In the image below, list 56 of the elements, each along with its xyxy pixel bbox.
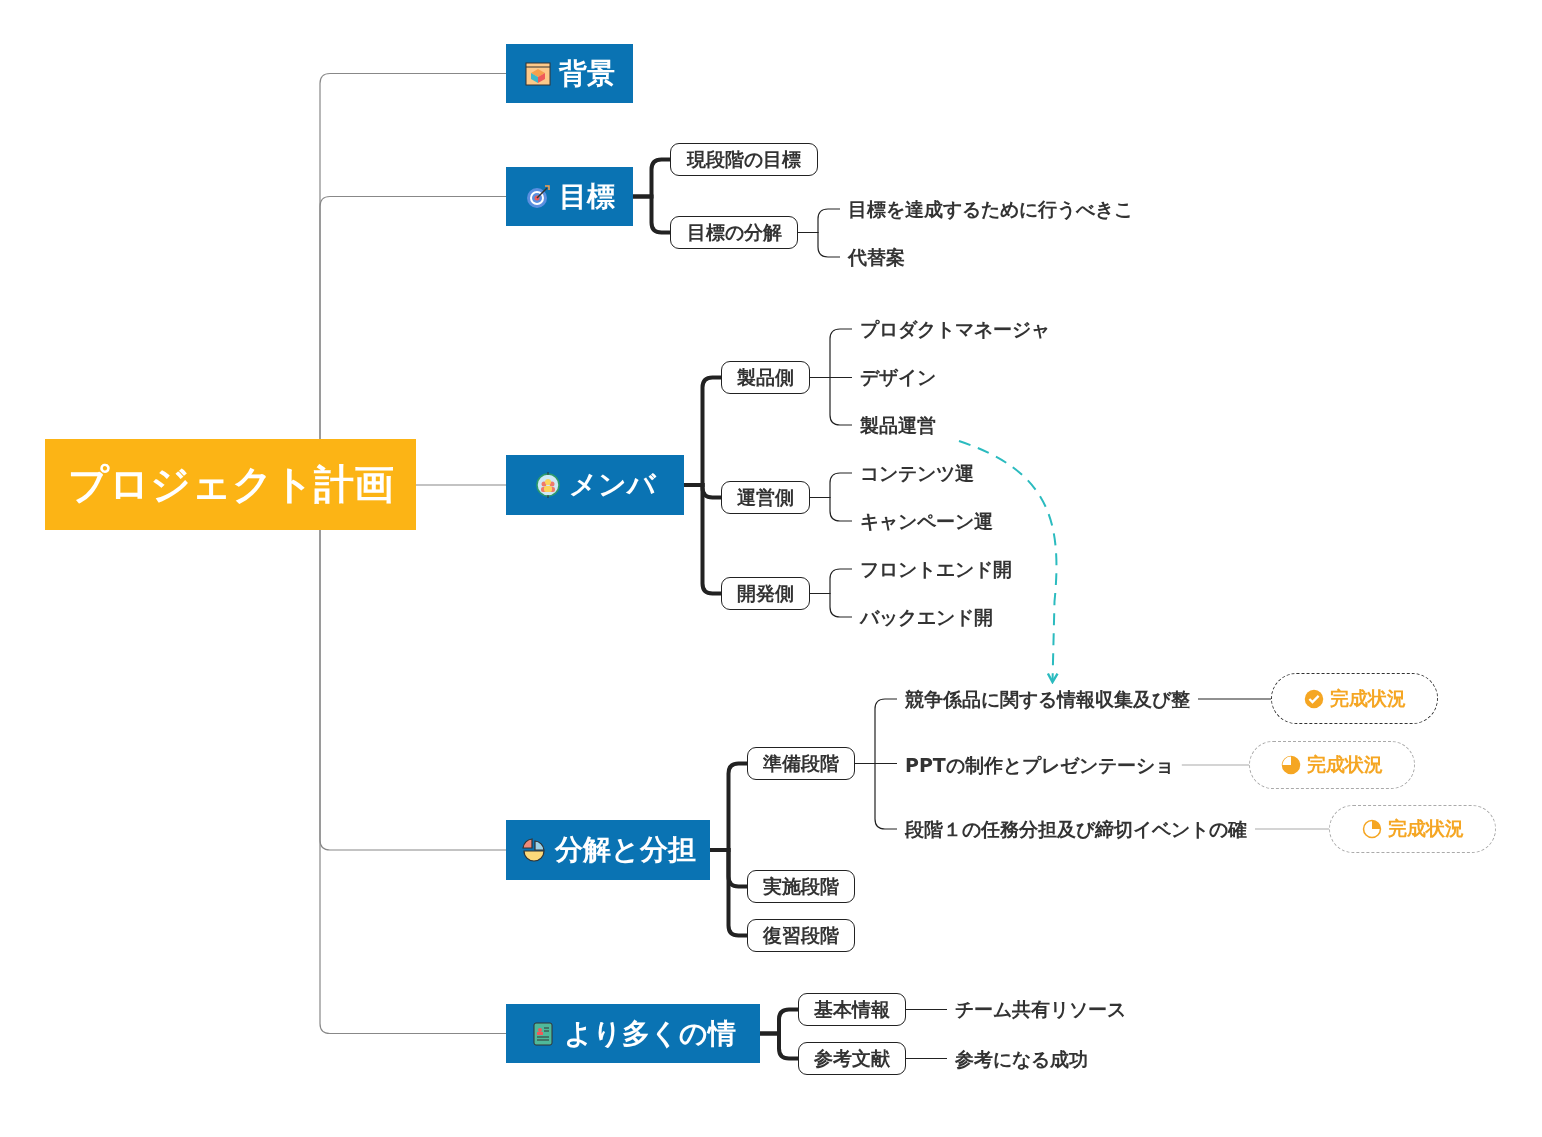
connector-line (1197, 698, 1272, 700)
topic-box (506, 167, 633, 226)
topic-box (506, 44, 633, 103)
connector-line (797, 231, 841, 258)
status-label: 完成状況 (1329, 685, 1406, 711)
connector-line (415, 484, 507, 486)
subtopic-box: 開発側 (721, 577, 810, 610)
connector-line (1181, 764, 1250, 766)
connector-line (760, 1031, 798, 1061)
subtopic-box: 目標の分解 (670, 216, 798, 249)
branch-text: 参考になる成功 (947, 1045, 1096, 1073)
topic-box (506, 1004, 760, 1063)
branch-text: バックエンド開 (852, 603, 1001, 631)
status-label: 完成状況 (1307, 752, 1383, 777)
subtopic-box: 現段階の目標 (670, 143, 818, 176)
connector-line (809, 496, 853, 522)
connector-line (905, 1057, 948, 1060)
branch-text: デザイン (852, 363, 944, 391)
branch-text: 競争係品に関する情報収集及び整 (897, 685, 1198, 713)
branch-text: 製品運営 (852, 411, 944, 439)
connector-line (710, 848, 747, 938)
branch-text: キャンペーン運 (852, 507, 1001, 535)
branch-text: 段階１の任務分担及び締切イベントの確 (897, 815, 1255, 843)
connector-line (319, 195, 507, 440)
connector-line (684, 483, 721, 596)
connector-line (633, 194, 670, 235)
topic-label: より多くの情 (564, 1015, 736, 1052)
subtopic-box: 参考文献 (798, 1042, 906, 1075)
topic-box (506, 455, 684, 515)
topic-box (506, 820, 710, 880)
subtopic-box: 実施段階 (747, 870, 855, 903)
branch-text: フロントエンド開 (852, 555, 1020, 583)
subtopic-box: 運営側 (721, 481, 810, 514)
branch-text: 代替案 (840, 243, 913, 271)
topic-label: 分解と分担 (554, 832, 696, 868)
topic-label: 目標 (558, 178, 615, 215)
subtopic-box: 復習段階 (747, 919, 855, 952)
topic-label: 背景 (558, 55, 615, 92)
topic-label: メンバ (568, 467, 656, 503)
connector-line (809, 592, 853, 618)
arrow (958, 440, 1059, 684)
branch-text: コンテンツ運 (852, 459, 982, 487)
subtopic-box: 製品側 (721, 361, 810, 394)
branch-text: チーム共有リソース (947, 995, 1134, 1023)
subtopic-box: 基本情報 (798, 993, 906, 1026)
connector-line (905, 1008, 948, 1011)
branch-text: 目標を達成するために行うべきこ (840, 195, 1141, 223)
connector-line (854, 762, 898, 830)
connector-line (809, 376, 853, 426)
connector-line (319, 529, 507, 1035)
central-topic-box: プロジェクト計画 (45, 439, 416, 530)
connector-line (1254, 828, 1330, 830)
branch-text: プロダクトマネージャ (852, 315, 1058, 343)
subtopic-box: 準備段階 (747, 747, 855, 780)
branch-text: PPTの制作とプレゼンテーショ (897, 751, 1182, 779)
status-label: 完成状況 (1387, 816, 1464, 841)
